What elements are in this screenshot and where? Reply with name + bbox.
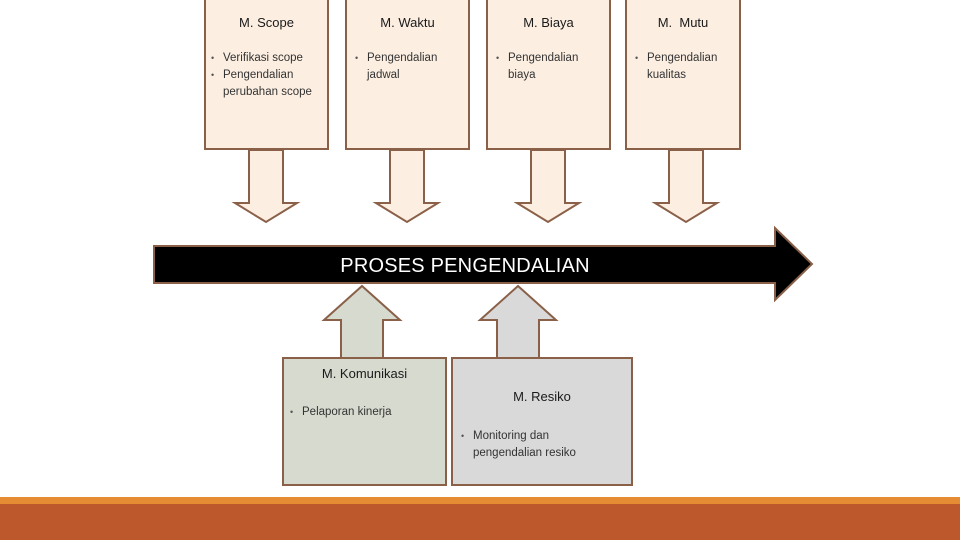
box-biaya: M. Biaya Pengendalian biaya [486, 0, 611, 150]
process-arrow [153, 225, 814, 303]
down-arrow-biaya [513, 149, 583, 224]
box-resiko: M. Resiko Monitoring dan pengendalian re… [451, 357, 633, 486]
list-item: Pengendalian kualitas [635, 50, 739, 84]
up-arrow-komunikasi [321, 284, 403, 359]
list-item: Pengendalian biaya [496, 50, 606, 84]
box-waktu-title: M. Waktu [380, 15, 435, 30]
box-scope-list: Verifikasi scope Pengendalian perubahan … [211, 50, 326, 101]
process-label: PROSES PENGENDALIAN [340, 255, 590, 277]
box-mutu-title: M. Mutu [657, 15, 709, 30]
box-resiko-list: Monitoring dan pengendalian resiko [461, 428, 611, 462]
box-mutu-list: Pengendalian kualitas [635, 50, 739, 84]
box-scope-title: M. Scope [239, 15, 294, 30]
down-arrow-mutu [651, 149, 721, 224]
box-komunikasi-title: M. Komunikasi [321, 366, 408, 381]
box-biaya-list: Pengendalian biaya [496, 50, 606, 84]
footer-band [0, 504, 960, 540]
list-item: Pengendalian jadwal [355, 50, 465, 84]
footer-stripe [0, 497, 960, 504]
box-waktu-list: Pengendalian jadwal [355, 50, 465, 84]
box-mutu: M. Mutu Pengendalian kualitas [625, 0, 741, 150]
down-arrow-waktu [372, 149, 442, 224]
box-resiko-title: M. Resiko [513, 389, 571, 404]
box-komunikasi: M. Komunikasi Pelaporan kinerja [282, 357, 447, 486]
box-waktu: M. Waktu Pengendalian jadwal [345, 0, 470, 150]
list-item: Pengendalian perubahan scope [211, 67, 326, 101]
list-item: Verifikasi scope [211, 50, 326, 67]
list-item: Pelaporan kinerja [290, 404, 440, 421]
down-arrow-scope [231, 149, 301, 224]
box-biaya-title: M. Biaya [523, 15, 574, 30]
up-arrow-resiko [477, 284, 559, 359]
list-item: Monitoring dan pengendalian resiko [461, 428, 611, 462]
box-komunikasi-list: Pelaporan kinerja [290, 404, 440, 421]
box-scope: M. Scope Verifikasi scope Pengendalian p… [204, 0, 329, 150]
